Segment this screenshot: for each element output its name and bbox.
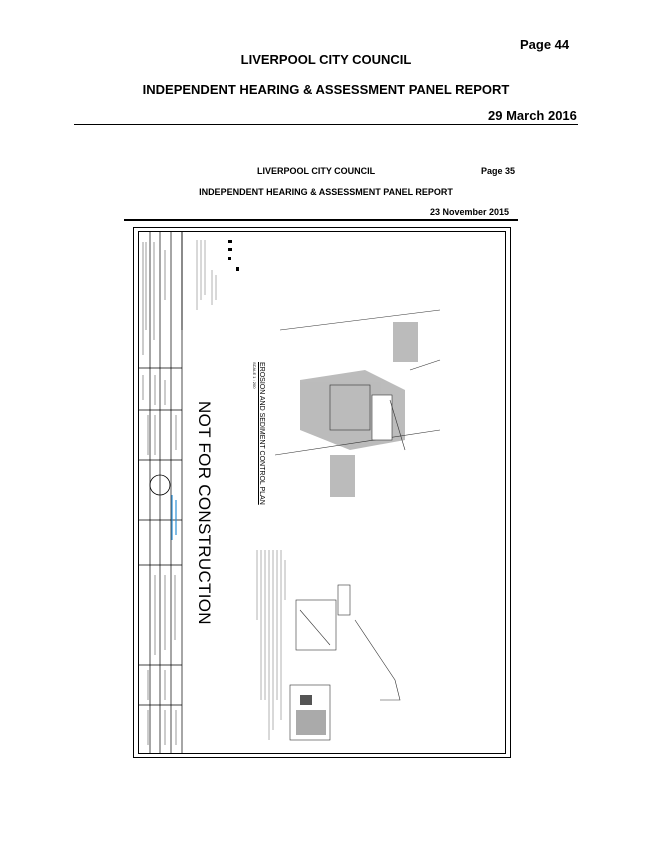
- inner-report-title: INDEPENDENT HEARING & ASSESSMENT PANEL R…: [199, 187, 453, 197]
- plan-scale: SCALE 1 : 200: [252, 362, 257, 389]
- page-number: Page 44: [520, 37, 570, 52]
- legend: [228, 240, 239, 271]
- drawing-sheet-border: [133, 227, 511, 758]
- site-plan-lines: [274, 309, 441, 456]
- report-date: 29 March 2016: [488, 108, 577, 123]
- inner-header-rule: [124, 219, 518, 221]
- inner-page-number: Page 35: [481, 166, 516, 176]
- legend-text: [196, 240, 217, 310]
- plan-title: EROSION AND SEDIMENT CONTROL PLAN: [258, 362, 265, 505]
- drawing-sheet-inner-border: [138, 231, 506, 754]
- report-title: INDEPENDENT HEARING & ASSESSMENT PANEL R…: [142, 82, 510, 97]
- not-for-construction-stamp: NOT FOR CONSTRUCTION: [195, 401, 214, 625]
- detail-hatch: [296, 695, 326, 735]
- company-text: [171, 495, 177, 540]
- title-block: [138, 231, 183, 754]
- council-name: LIVERPOOL CITY COUNCIL: [240, 52, 412, 67]
- title-block-text: [142, 242, 177, 745]
- notes-text: [256, 550, 286, 740]
- company-logo: [149, 474, 171, 496]
- header-rule: [74, 124, 578, 125]
- inner-report-date: 23 November 2015: [430, 207, 510, 217]
- detail-drawings: [289, 584, 401, 741]
- inner-council-name: LIVERPOOL CITY COUNCIL: [257, 166, 376, 176]
- site-plan: [300, 322, 418, 497]
